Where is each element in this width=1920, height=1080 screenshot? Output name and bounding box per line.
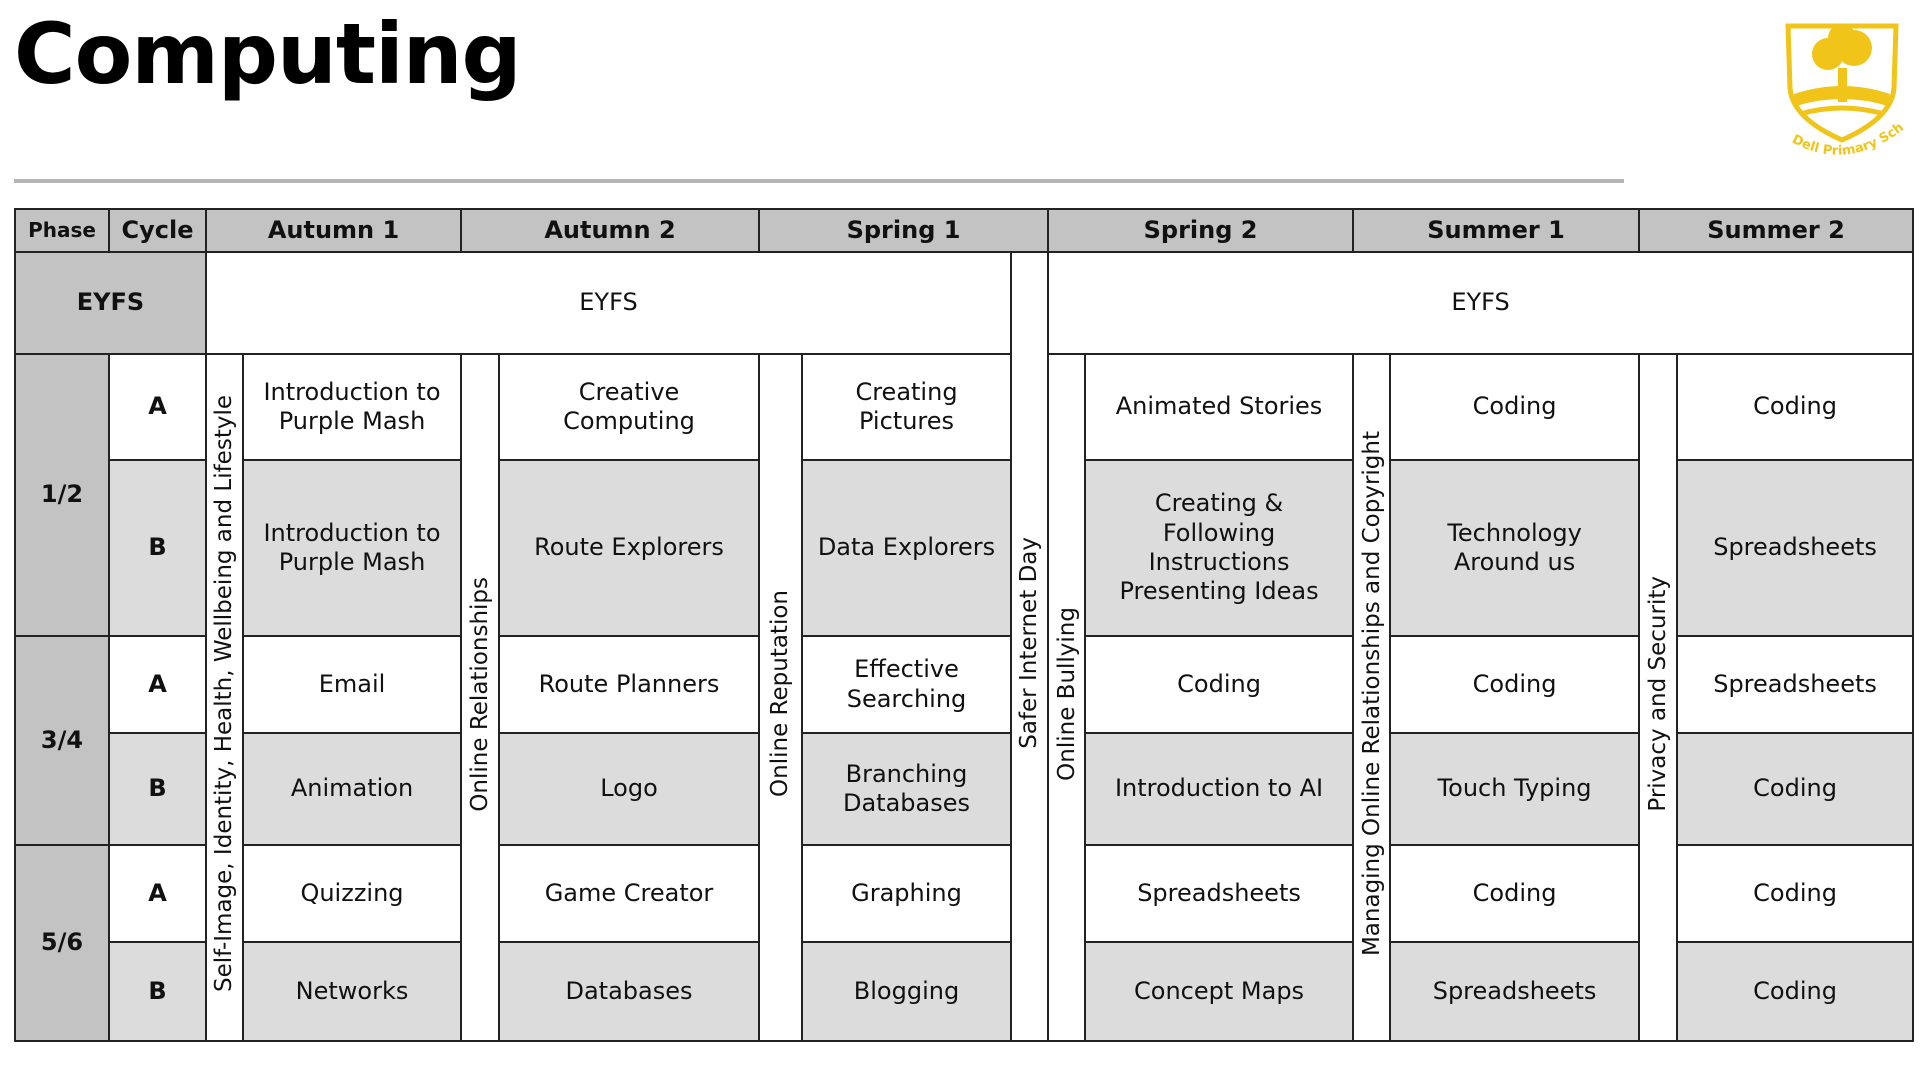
topic-cell: Coding (1084, 635, 1355, 734)
topic-cell: Game Creator (498, 844, 760, 943)
curriculum-table: Phase Cycle Autumn 1 Autumn 2 Spring 1 S… (14, 208, 1915, 1042)
theme-autumn-1: Self-Image, Identity, Health, Wellbeing … (205, 353, 244, 1042)
header-spring-2: Spring 2 (1047, 208, 1355, 253)
theme-spring-2: Online Bullying (1047, 353, 1087, 1042)
cycle-label: A (108, 353, 207, 461)
topic-cell: Route Explorers (498, 459, 760, 637)
theme-autumn-2: Online Relationships (460, 353, 500, 1042)
topic-cell: Coding (1676, 941, 1915, 1042)
topic-cell: Coding (1676, 844, 1915, 943)
phase-label: 5/6 (14, 844, 110, 1042)
topic-cell: Coding (1389, 844, 1641, 943)
topic-cell: Networks (242, 941, 462, 1042)
topic-cell: Introduction to AI (1084, 732, 1355, 846)
school-logo: Dell Primary School (1774, 18, 1907, 159)
cycle-label: B (108, 732, 207, 846)
table-row: 5/6 A Quizzing Game Creator Graphing Spr… (14, 844, 1915, 1042)
topic-cell: Quizzing (242, 844, 462, 943)
topic-cell: Spreadsheets (1676, 635, 1915, 734)
header-row: Phase Cycle Autumn 1 Autumn 2 Spring 1 S… (14, 208, 1915, 253)
topic-cell: Spreadsheets (1084, 844, 1355, 943)
header-autumn-1: Autumn 1 (205, 208, 462, 253)
topic-cell: Spreadsheets (1676, 459, 1915, 637)
topic-cell: Touch Typing (1389, 732, 1641, 846)
title-divider (14, 179, 1624, 183)
header-autumn-2: Autumn 2 (460, 208, 760, 253)
topic-cell: Data Explorers (801, 459, 1012, 637)
header-cycle: Cycle (108, 208, 207, 253)
theme-summer-1: Managing Online Relationships and Copyri… (1352, 353, 1392, 1042)
phase-label: 3/4 (14, 635, 110, 846)
theme-safer-internet-day: Safer Internet Day (1009, 251, 1050, 1042)
topic-cell: Coding (1676, 353, 1915, 461)
topic-cell: Coding (1676, 732, 1915, 846)
phase-label: 1/2 (14, 353, 110, 637)
header-summer-1: Summer 1 (1352, 208, 1641, 253)
theme-spring-1: Online Reputation (758, 353, 803, 1042)
topic-cell: Concept Maps (1084, 941, 1355, 1042)
topic-cell: Blogging (801, 941, 1012, 1042)
cycle-label: A (108, 635, 207, 734)
topic-cell: Animated Stories (1084, 353, 1355, 461)
table-row: 1/2 A Self-Image, Identity, Health, Well… (14, 353, 1915, 1042)
eyfs-cell-right: EYFS (1047, 251, 1915, 355)
page-title: Computing (14, 5, 522, 103)
header-phase: Phase (14, 208, 110, 253)
theme-summer-2: Privacy and Security (1638, 353, 1679, 1042)
topic-cell: Logo (498, 732, 760, 846)
topic-cell: Databases (498, 941, 760, 1042)
topic-cell: Route Planners (498, 635, 760, 734)
cycle-label: A (108, 844, 207, 943)
eyfs-cell-left: EYFS (205, 251, 1012, 355)
topic-cell: Coding (1389, 353, 1641, 461)
table-row: B Networks Databases Blogging Concept Ma… (15, 941, 1915, 1042)
topic-cell: Graphing (801, 844, 1012, 943)
topic-cell: Coding (1389, 635, 1641, 734)
eyfs-row: EYFS EYFS Safer Internet Day EYFS (14, 251, 1915, 1042)
header-spring-1: Spring 1 (757, 208, 1050, 253)
topic-cell: Email (242, 635, 462, 734)
topic-cell: Animation (242, 732, 462, 846)
eyfs-label: EYFS (14, 251, 207, 355)
cycle-label: B (108, 459, 207, 637)
cycle-label: B (108, 941, 207, 1042)
topic-cell: Spreadsheets (1389, 941, 1641, 1042)
header-summer-2: Summer 2 (1638, 208, 1915, 253)
